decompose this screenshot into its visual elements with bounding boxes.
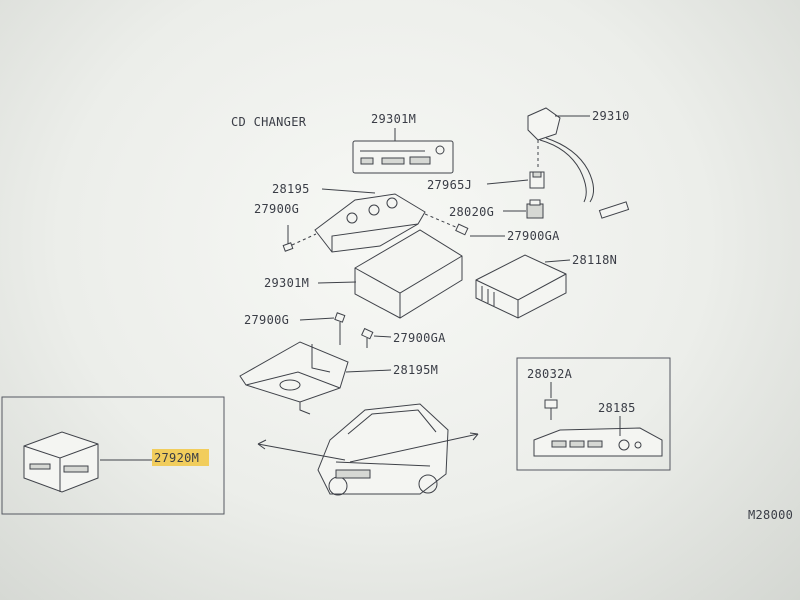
label-29310: 29310 [592, 109, 630, 123]
label-29301M-mid: 29301M [264, 276, 309, 290]
screw-27900GA-low [361, 327, 374, 348]
arrow-to-vehicle-right [349, 433, 479, 463]
label-27900GA-low: 27900GA [393, 331, 446, 345]
screw-27900GA-top [455, 223, 469, 236]
inset-switch-panel [516, 357, 671, 471]
label-27900GA-top: 27900GA [507, 229, 560, 243]
label-27965J: 27965J [427, 178, 472, 192]
label-27920M: 27920M [154, 451, 199, 465]
cd-head-unit [352, 140, 454, 174]
bracket-28195 [314, 193, 426, 253]
cd-magazine-28118N [475, 254, 567, 319]
label-28195: 28195 [272, 182, 310, 196]
screw-27900G-low [334, 312, 346, 345]
bracket-28195M [239, 341, 349, 415]
inset-27920M [1, 396, 225, 515]
cd-changer-box [354, 229, 463, 319]
arrow-to-vehicle-left [257, 443, 346, 461]
label-29301M-top: 29301M [371, 112, 416, 126]
label-27900G-low: 27900G [244, 313, 289, 327]
part-28020G [526, 199, 544, 219]
part-27965J [529, 171, 545, 189]
label-28032A: 28032A [527, 367, 573, 381]
vehicle-sketch [317, 403, 449, 496]
label-27900G-top: 27900G [254, 202, 299, 216]
label-28185: 28185 [598, 401, 636, 415]
figure-code: M28000 [748, 508, 793, 522]
screw-27900G-top [282, 225, 294, 252]
label-28195M: 28195M [393, 363, 438, 377]
label-28118N: 28118N [572, 253, 617, 267]
highlight-27920M [152, 449, 209, 466]
label-28020G: 28020G [449, 205, 494, 219]
harness-29310 [527, 107, 630, 219]
screw-28032A [544, 382, 558, 420]
diagram-title: CD CHANGER [231, 115, 307, 129]
unit-27920M [23, 431, 99, 493]
switch-28185 [533, 427, 663, 457]
